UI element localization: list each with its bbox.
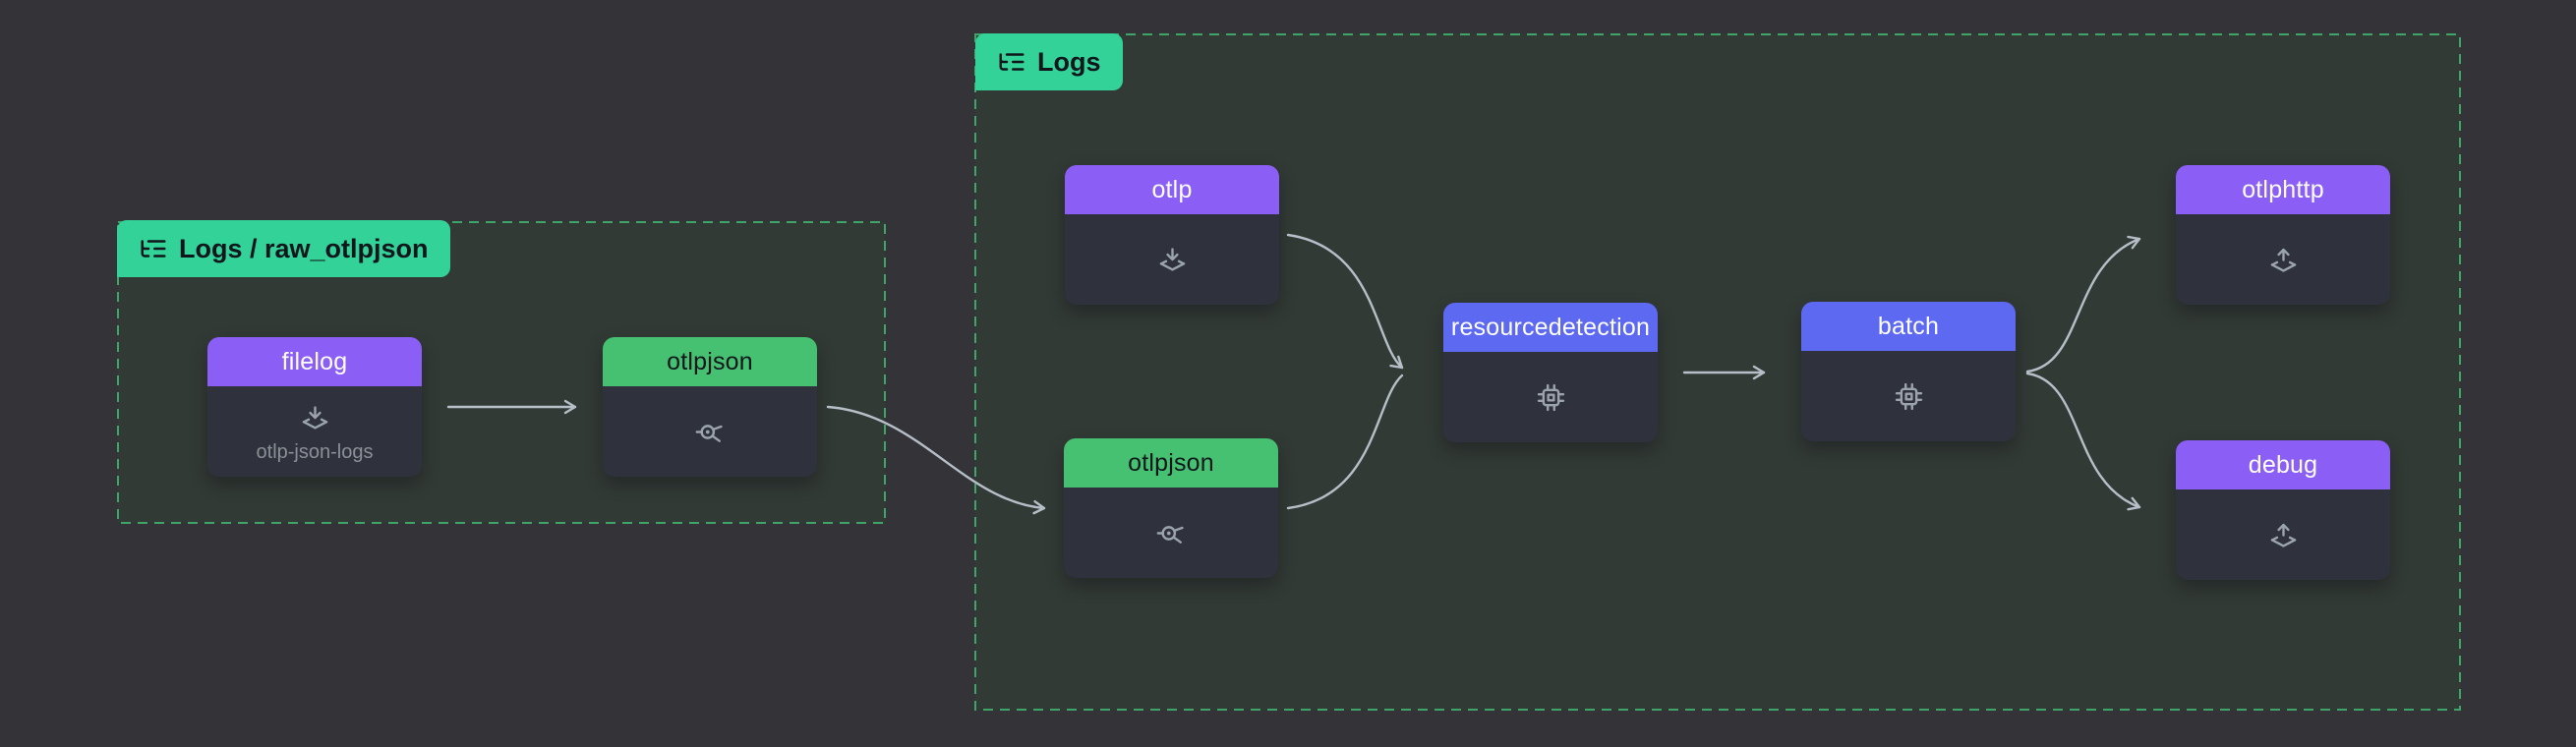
node-batch[interactable]: batch xyxy=(1801,302,2016,441)
node-otlpjson-logs[interactable]: otlpjson xyxy=(1064,438,1278,578)
group-label-text: Logs / raw_otlpjson xyxy=(179,233,429,263)
node-body xyxy=(2176,214,2390,305)
receiver-icon xyxy=(302,406,327,430)
processor-icon xyxy=(1537,383,1564,411)
node-subtitle: otlp-json-logs xyxy=(256,441,374,463)
node-header: debug xyxy=(2176,440,2390,489)
connector-icon xyxy=(1156,525,1184,544)
exporter-icon xyxy=(2270,523,2296,547)
group-label-logs: Logs xyxy=(975,33,1123,90)
group-rect-logs xyxy=(974,33,2461,711)
node-header: filelog xyxy=(207,337,422,386)
edge-batch-otlphttp xyxy=(2025,235,2141,374)
node-header: otlpjson xyxy=(1064,438,1278,488)
node-resourcedetection[interactable]: resourcedetection xyxy=(1443,303,1658,442)
node-body xyxy=(2176,489,2390,580)
edge-otlp-resourcedetection xyxy=(1286,233,1404,370)
edge-otlpjson-resourcedetection xyxy=(1286,374,1404,510)
processor-icon xyxy=(1895,382,1922,410)
node-header: resourcedetection xyxy=(1443,303,1658,352)
node-otlphttp[interactable]: otlphttp xyxy=(2176,165,2390,305)
node-header: batch xyxy=(1801,302,2016,351)
receiver-icon xyxy=(1159,247,1185,271)
node-debug[interactable]: debug xyxy=(2176,440,2390,580)
node-header: otlp xyxy=(1065,165,1279,214)
node-body xyxy=(1065,214,1279,305)
connector-icon xyxy=(695,424,723,442)
node-body xyxy=(1801,351,2016,441)
group-label-text: Logs xyxy=(1037,46,1101,77)
list-tree-icon xyxy=(999,53,1025,71)
node-otlp[interactable]: otlp xyxy=(1065,165,1279,305)
node-otlpjson-raw[interactable]: otlpjson xyxy=(603,337,817,477)
node-body: otlp-json-logs xyxy=(207,386,422,477)
node-filelog[interactable]: filelog otlp-json-logs xyxy=(207,337,422,477)
node-header: otlphttp xyxy=(2176,165,2390,214)
node-body xyxy=(603,386,817,477)
node-body xyxy=(1064,488,1278,578)
edge-otlpjson-otlpjson xyxy=(826,405,1046,515)
node-body xyxy=(1443,352,1658,442)
list-tree-icon xyxy=(141,240,166,258)
node-header: otlpjson xyxy=(603,337,817,386)
edge-batch-debug xyxy=(2025,372,2141,511)
exporter-icon xyxy=(2270,248,2296,272)
group-label-logs-raw-otlpjson: Logs / raw_otlpjson xyxy=(117,220,450,277)
